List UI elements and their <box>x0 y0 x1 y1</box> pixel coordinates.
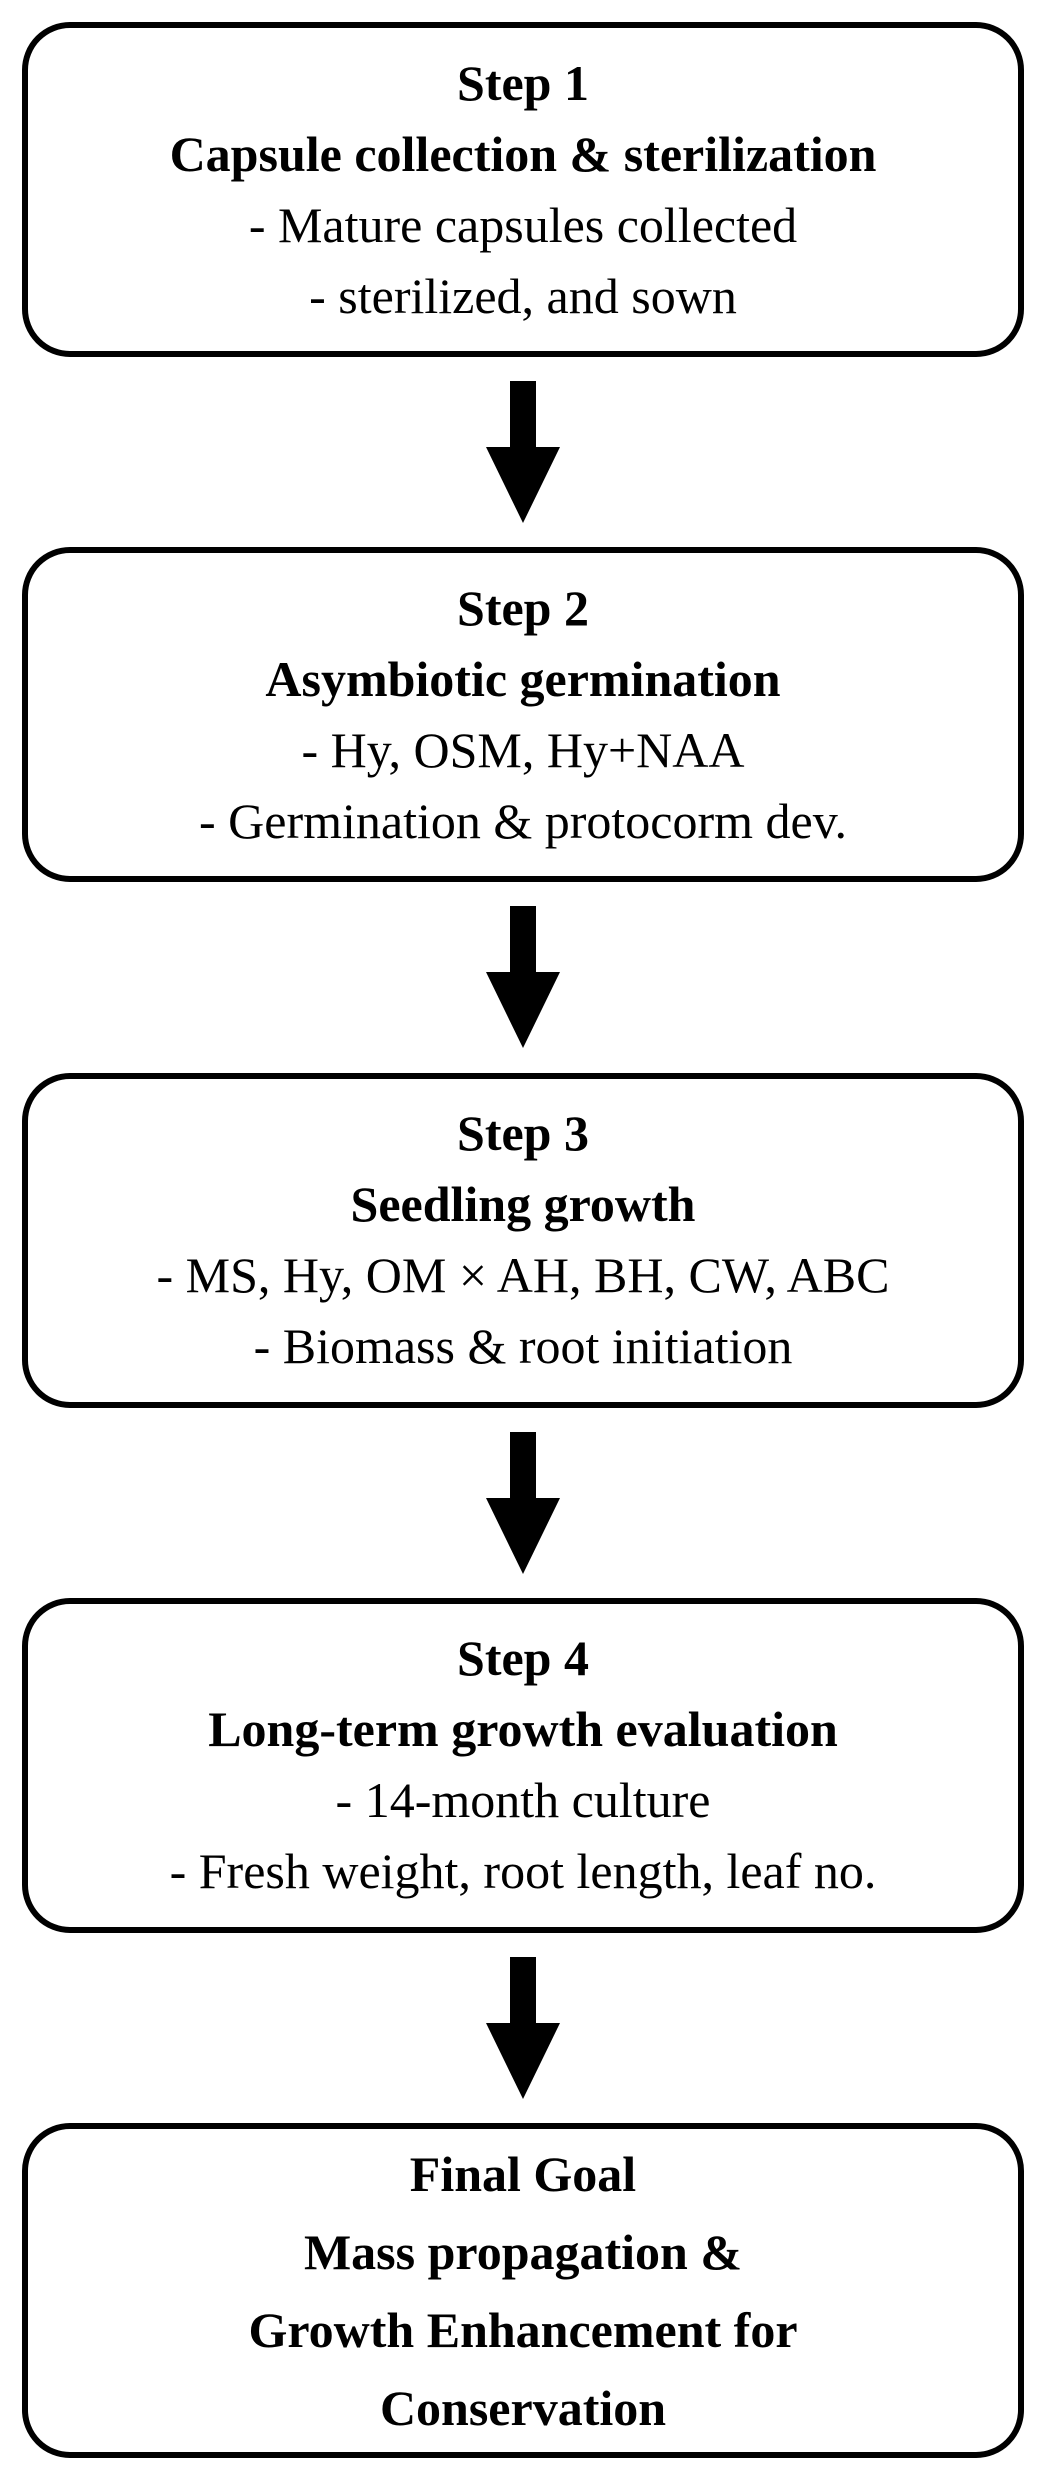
box-title-line: Mass propagation & <box>303 2223 742 2280</box>
arrow-stem <box>510 1956 536 2023</box>
arrow-stem <box>510 906 536 973</box>
bullet-line: - Mature capsules collected <box>248 196 798 253</box>
step-label: Step 3 <box>457 1105 589 1161</box>
flow-box-step-1: Step 1 Capsule collection & sterilizatio… <box>22 22 1024 357</box>
box-title-line: Growth Enhancement for <box>248 2301 798 2358</box>
arrow-gap <box>22 357 1024 547</box>
bullet-line: - Biomass & root initiation <box>253 1318 793 1374</box>
flow-box-final-goal: Final Goal Mass propagation & Growth Enh… <box>22 2123 1024 2458</box>
bullet-line: - MS, Hy, OM × AH, BH, CW, ABC <box>156 1247 890 1303</box>
arrow-gap <box>22 882 1024 1072</box>
box-title-line: Conservation <box>379 2379 667 2436</box>
arrow-head <box>486 2022 560 2099</box>
step-label: Final Goal <box>409 2145 637 2202</box>
down-arrow-icon <box>486 1956 560 2099</box>
arrow-stem <box>510 381 536 448</box>
bullet-line: - Fresh weight, root length, leaf no. <box>169 1843 877 1900</box>
box-title: Asymbiotic germination <box>265 650 781 707</box>
down-arrow-icon <box>486 1431 560 1574</box>
flow-box-step-4: Step 4 Long-term growth evaluation - 14-… <box>22 1597 1024 1933</box>
arrow-head <box>486 972 560 1049</box>
step-label: Step 2 <box>457 579 589 636</box>
bullet-line: - Germination & protocorm dev. <box>199 792 847 849</box>
arrow-head <box>486 447 560 524</box>
flow-box-step-2: Step 2 Asymbiotic germination - Hy, OSM,… <box>22 547 1024 883</box>
box-title: Seedling growth <box>350 1176 696 1232</box>
bullet-line: - 14-month culture <box>335 1772 711 1829</box>
flow-box-step-3: Step 3 Seedling growth - MS, Hy, OM × AH… <box>22 1072 1024 1408</box>
down-arrow-icon <box>486 381 560 524</box>
box-title: Capsule collection & sterilization <box>169 125 877 182</box>
box-title: Long-term growth evaluation <box>208 1701 838 1758</box>
bullet-line: - Hy, OSM, Hy+NAA <box>301 721 745 778</box>
step-label: Step 4 <box>457 1630 589 1687</box>
down-arrow-icon <box>486 906 560 1049</box>
arrow-gap <box>22 1408 1024 1598</box>
arrow-head <box>486 1497 560 1574</box>
arrow-gap <box>22 1933 1024 2123</box>
arrow-stem <box>510 1431 536 1498</box>
step-label: Step 1 <box>457 54 589 111</box>
bullet-line: - sterilized, and sown <box>309 267 737 324</box>
